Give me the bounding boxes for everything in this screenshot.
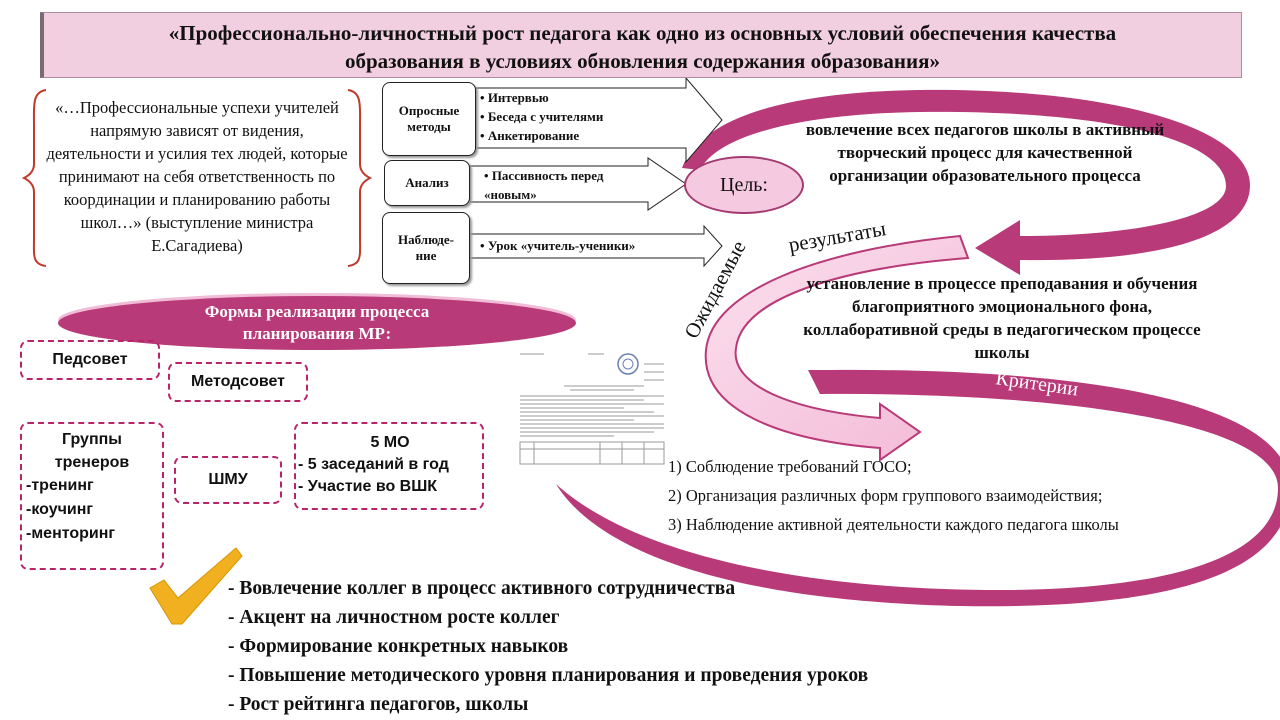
outcome-item: - Формирование конкретных навыков <box>228 636 569 657</box>
title-line-2: образования в условиях обновления содерж… <box>344 49 940 73</box>
observation-box: Наблюде-ние <box>382 212 470 284</box>
survey-item: • Беседа с учителями <box>480 109 604 124</box>
goal-ellipse: Цель: <box>684 156 804 214</box>
survey-item: • Анкетирование <box>480 128 580 143</box>
survey-arrow <box>475 76 723 164</box>
check-icon <box>149 547 243 625</box>
pedsovet-label: Педсовет <box>52 351 128 368</box>
mo-title: 5 МО <box>370 434 410 451</box>
trainers-title-2: тренеров <box>54 454 130 471</box>
criteria-list: 1) Соблюдение требований ГОСО; 2) Органи… <box>668 452 1119 539</box>
trainer-item: -коучинг <box>26 501 94 518</box>
observation-item: • Урок «учитель-ученики» <box>480 238 636 253</box>
goal-text: вовлечение всех педагогов школы в активн… <box>805 120 1165 185</box>
observe-label-1: Наблюде- <box>398 232 454 247</box>
shmu-label: ШМУ <box>208 471 248 488</box>
quote-bracket <box>22 89 372 267</box>
trainer-item: -менторинг <box>26 525 116 542</box>
trainer-groups-box: Группы тренеров -тренинг -коучинг -ментор… <box>20 422 164 570</box>
outcome-item: - Рост рейтинга педагогов, школы <box>228 694 529 715</box>
minister-quote: «…Профессиональные успехи учителей напря… <box>46 98 348 255</box>
analysis-items: • Пассивность перед «новым» <box>484 168 604 202</box>
mo-item: - 5 заседаний в год <box>298 456 449 473</box>
survey-label-1: Опросные <box>398 103 460 118</box>
criteria-item: 2) Организация различных форм группового… <box>668 486 1103 505</box>
shmu-box: ШМУ <box>174 456 282 504</box>
expected-result-text: установление в процессе преподавания и о… <box>803 274 1201 362</box>
mo-item: - Участие во ВШК <box>298 478 438 495</box>
results-arc-arrow <box>704 234 970 462</box>
observe-arrow <box>469 224 723 268</box>
forms-title-1: Формы реализации процесса <box>204 302 430 321</box>
forms-title-2: планирования МР: <box>242 324 392 343</box>
criteria-item: 3) Наблюдение активной деятельности кажд… <box>668 515 1119 534</box>
analysis-label: Анализ <box>405 175 449 190</box>
trainer-item: -тренинг <box>26 477 94 494</box>
outcomes-list: - Вовлечение коллег в процесс активного … <box>228 574 868 719</box>
title-line-1: «Профессионально-личностный рост педагог… <box>168 21 1117 45</box>
analysis-box: Анализ <box>384 160 470 206</box>
survey-label-2: методы <box>407 119 451 134</box>
metodsovet-label: Методсовет <box>191 373 285 390</box>
order-document-thumbnail <box>514 350 670 468</box>
analysis-text-2: «новым» <box>484 187 537 202</box>
criteria-item: 1) Соблюдение требований ГОСО; <box>668 457 912 476</box>
observe-label-2: ние <box>415 248 437 263</box>
trainers-title-1: Группы <box>62 431 122 448</box>
outcome-item: - Вовлечение коллег в процесс активного … <box>228 578 736 599</box>
mo-box: 5 МО - 5 заседаний в год - Участие во ВШ… <box>294 422 484 510</box>
analysis-arrow <box>469 157 687 211</box>
survey-items: • Интервью • Беседа с учителями • Анкети… <box>480 88 603 145</box>
metodsovet-box: Методсовет <box>168 362 308 402</box>
outcome-item: - Повышение методического уровня планиро… <box>228 665 869 686</box>
criteria-word-2: успешности <box>1052 543 1152 587</box>
survey-item: • Интервью <box>480 90 549 105</box>
analysis-text-1: Пассивность перед <box>491 168 604 183</box>
outcome-item: - Акцент на личностном росте коллег <box>228 607 560 628</box>
pedsovet-box: Педсовет <box>20 340 160 380</box>
page-title: «Профессионально-личностный рост педагог… <box>40 12 1242 78</box>
goal-label: Цель: <box>720 173 768 196</box>
